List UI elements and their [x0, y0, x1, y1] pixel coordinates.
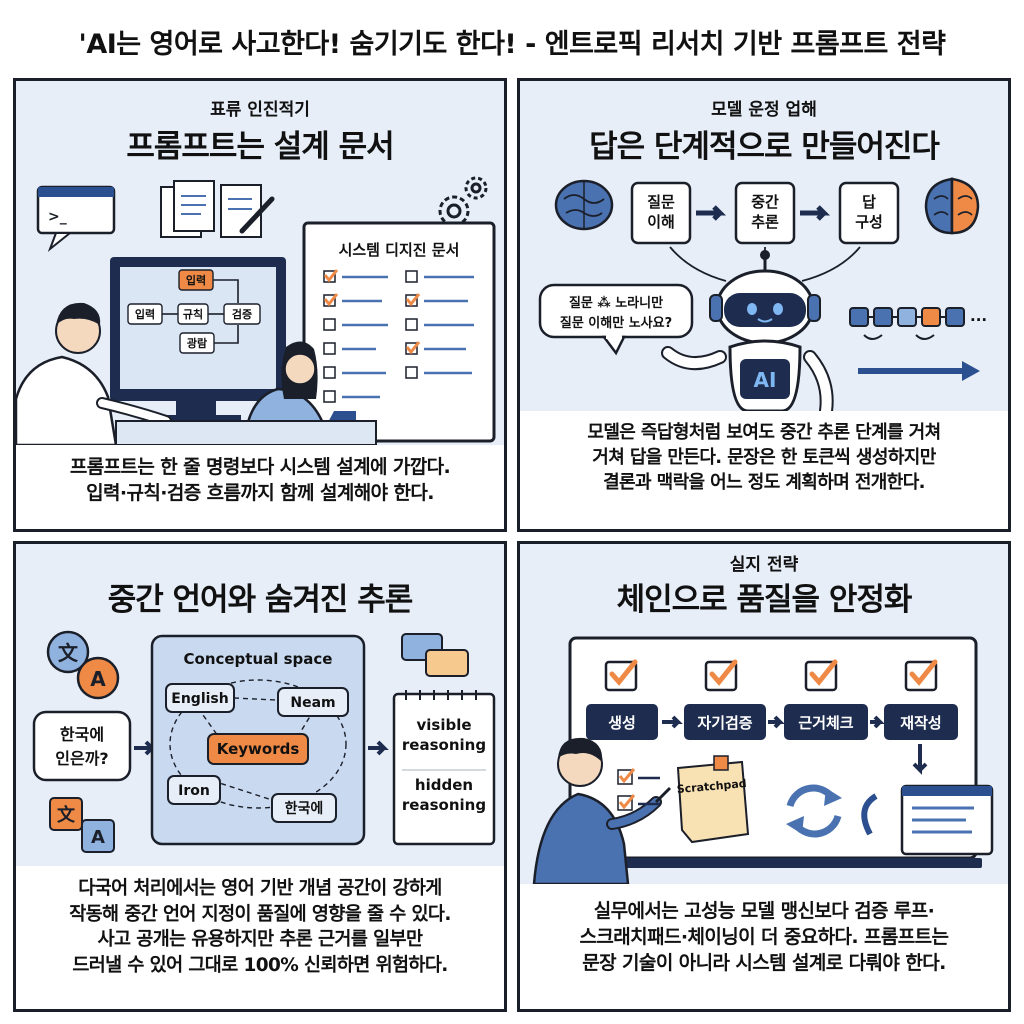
step-1-label-b: 이해: [647, 213, 675, 231]
panel-caption: 프롬프트는 한 줄 명령보다 시스템 설계에 가깝다. 입력·규칙·검증 흐름까…: [22, 454, 498, 506]
caption-line: 실무에서는 고성능 모델 맹신보다 검증 루프·: [593, 900, 935, 922]
design-illustration: >_: [16, 176, 496, 445]
chain-step-evidence-check: 근거체크: [798, 714, 853, 732]
gears-icon: [438, 176, 488, 227]
output-window: [900, 784, 994, 856]
page-title: 'AI는 영어로 사고한다! 숨기기도 한다! - 엔트로픽 리서치 기반 프롬…: [78, 29, 946, 60]
node-keywords: Keywords: [217, 740, 300, 758]
question-line: 인은까?: [55, 749, 108, 768]
flow-node-rule: 규칙: [183, 307, 203, 321]
token-ellipsis: ...: [970, 307, 987, 325]
node-english: English: [171, 691, 228, 707]
speech-bubble: [538, 283, 694, 356]
caption-line: 작동해 중간 언어 지정이 품질에 영향을 줄 수 있다.: [69, 903, 451, 925]
conceptual-space-title: Conceptual space: [184, 650, 333, 668]
scratchpad-label: Scratchpad: [676, 777, 747, 796]
panel-kicker: 모델 운정 업해: [711, 100, 817, 120]
flow-node-bottom: 광람: [187, 337, 207, 350]
caption-line: 결론과 맥락을 어느 정도 계획하며 전개한다.: [603, 471, 925, 493]
question-bubble: [32, 710, 132, 782]
step-2-label-a: 중간: [751, 193, 779, 211]
flow-node-input: 입력: [135, 308, 155, 321]
chat-bubbles-icon: [401, 633, 469, 677]
caption-line: 입력·규칙·검증 흐름까지 함께 설계해야 한다.: [86, 482, 434, 505]
glyph: 文: [58, 641, 79, 665]
man-figure: [16, 302, 172, 445]
documents-icon: [160, 180, 275, 238]
glyph: 文: [57, 804, 76, 826]
panel-stepwise-answer: 모델 운정 업해 답은 단계적으로 만들어진다 질문 이해 중간 추론 답: [517, 78, 1011, 532]
step-3-label-a: 답: [862, 193, 876, 211]
robot-label: AI: [754, 368, 777, 392]
system-design-board: [302, 221, 496, 443]
brain-icon: [554, 179, 614, 231]
conceptual-space: [150, 634, 366, 846]
panel-title: 프롬프트는 설계 문서: [126, 129, 394, 165]
chain-step-generate: 생성: [608, 714, 636, 732]
io-flow-diagram: 입력 입력 규칙 검증 광람: [127, 269, 261, 354]
flow-node-input-top: 입력: [186, 274, 206, 287]
panel-caption: 모델은 즉답형처럼 보여도 중간 추론 단계를 거쳐 거쳐 답을 만든다. 문장…: [526, 421, 1002, 495]
caption-line: 드러낼 수 있어 그대로 100% 신뢰하면 위험하다.: [72, 954, 448, 976]
bubble-line: 질문 이해만 노사요?: [560, 315, 672, 331]
chain-step-self-verify: 자기검증: [697, 714, 752, 732]
robot-figure: [661, 250, 834, 411]
stepwise-illustration: 질문 이해 중간 추론 답 구성 질문 ⁂ 노라니만 질문 이해만 노사요?: [538, 177, 987, 411]
panel-chain-quality: 실지 전략 체인으로 품질을 안정화 생성: [517, 541, 1011, 1012]
glyph: A: [90, 667, 106, 691]
hidden-reasoning-label: hidden: [415, 776, 473, 794]
node-neam: Neam: [290, 695, 335, 711]
chain-flow: [586, 704, 958, 775]
step-1-label-a: 질문: [647, 193, 675, 211]
caption-line: 거쳐 답을 만든다. 문장은 한 토큰씩 생성하지만: [592, 446, 936, 468]
notepad: [392, 690, 496, 846]
board-heading: 시스템 디지진 문서: [339, 241, 460, 259]
panel-caption: 다국어 처리에서는 영어 기반 개념 공간이 강하게 작동해 중간 언어 지정이…: [22, 876, 498, 978]
chain-illustration: 생성 자기검증 근거체크 재작성 Scratchpad: [532, 636, 994, 884]
translate-icon: 文 A: [46, 630, 120, 700]
panel-title: 중간 언어와 숨겨진 추론: [107, 582, 414, 618]
caption-line: 프롬프트는 한 줄 명령보다 시스템 설계에 가깝다.: [69, 456, 451, 478]
step-boxes: [630, 181, 900, 245]
visible-reasoning-label: visible: [416, 716, 471, 734]
question-line: 한국에: [60, 725, 104, 744]
caption-line: 스크래치패드·체이닝이 더 중요하다. 프롬프트는: [579, 926, 949, 949]
step-2-label-b: 추론: [751, 213, 779, 231]
panel-design-document: 표류 인진적기 프롬프트는 설계 문서 >_: [13, 78, 507, 532]
caption-line: 사고 공개는 유용하지만 추론 근거를 일부만: [97, 929, 423, 951]
panel-caption: 실무에서는 고성능 모델 맹신보다 검증 루프· 스크래치패드·체이닝이 더 중…: [526, 898, 1002, 977]
flow-node-verify: 검증: [232, 308, 252, 321]
panel-title: 체인으로 품질을 안정화: [616, 582, 913, 618]
checklist-mini: [617, 768, 660, 811]
terminal-window-icon: >_: [36, 185, 116, 253]
step-3-label-b: 구성: [855, 213, 883, 231]
panel-kicker: 실지 전략: [729, 555, 799, 575]
node-korean: 한국에: [285, 801, 324, 817]
caption-line: 모델은 즉답형처럼 보여도 중간 추론 단계를 거쳐: [587, 422, 941, 443]
translate-icon-secondary: 文 A: [49, 797, 115, 853]
node-iron: Iron: [178, 783, 210, 799]
glyph: A: [91, 827, 105, 848]
panel-hidden-reasoning: 중간 언어와 숨겨진 추론 文 A 한국에 인은까? 文 A: [13, 541, 507, 1012]
chain-step-rewrite: 재작성: [900, 714, 941, 732]
svg-text:>_: >_: [48, 209, 67, 225]
presenter-figure: [532, 737, 672, 884]
visible-reasoning-label: reasoning: [402, 736, 486, 754]
caption-line: 다국어 처리에서는 영어 기반 개념 공간이 강하게: [78, 878, 442, 899]
token-chain: [849, 307, 965, 340]
hidden-reasoning-label: reasoning: [402, 796, 486, 814]
brain-two-tone-icon: [924, 177, 980, 235]
panel-kicker: 표류 인진적기: [210, 100, 310, 120]
language-illustration: 文 A 한국에 인은까? 文 A: [32, 630, 496, 853]
scratchpad-note: [676, 755, 750, 844]
caption-line: 문장 기술이 아니라 시스템 설계로 다뤄야 한다.: [582, 952, 946, 975]
check-icons: [604, 659, 938, 692]
bubble-line: 질문 ⁂ 노라니만: [569, 295, 663, 311]
panel-title: 답은 단계적으로 만들어진다: [589, 129, 940, 165]
